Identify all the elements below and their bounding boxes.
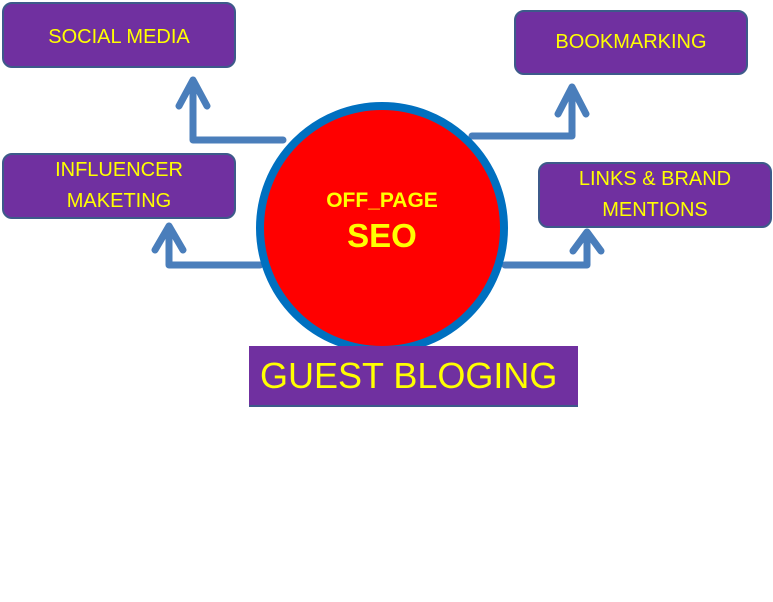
node-influencer-marketing: INFLUENCER MAKETING — [2, 153, 236, 219]
node-influencer-line1: INFLUENCER — [55, 159, 183, 181]
arrow-bookmarking — [468, 83, 590, 140]
node-influencer-line2: MAKETING — [66, 190, 172, 212]
center-line2: SEO — [347, 217, 417, 254]
node-links-line2: MENTIONS — [602, 199, 708, 221]
node-guest-blogging: GUEST BLOGING — [249, 346, 578, 407]
node-links-line1: LINKS & BRAND — [578, 168, 732, 190]
arrow-links — [501, 228, 605, 269]
node-guest-blogging-label: GUEST BLOGING — [260, 354, 558, 396]
arrow-influencer — [151, 222, 264, 269]
center-label: OFF_PAGE SEO — [256, 103, 508, 351]
node-bookmarking-label: BOOKMARKING — [555, 31, 707, 53]
node-social-media: SOCIAL MEDIA — [2, 2, 236, 68]
arrow-social-media — [175, 76, 287, 144]
center-line1: OFF_PAGE — [326, 189, 438, 212]
node-links-brand-mentions: LINKS & BRAND MENTIONS — [538, 162, 772, 228]
node-bookmarking: BOOKMARKING — [514, 10, 748, 75]
node-social-media-label: SOCIAL MEDIA — [48, 26, 190, 48]
